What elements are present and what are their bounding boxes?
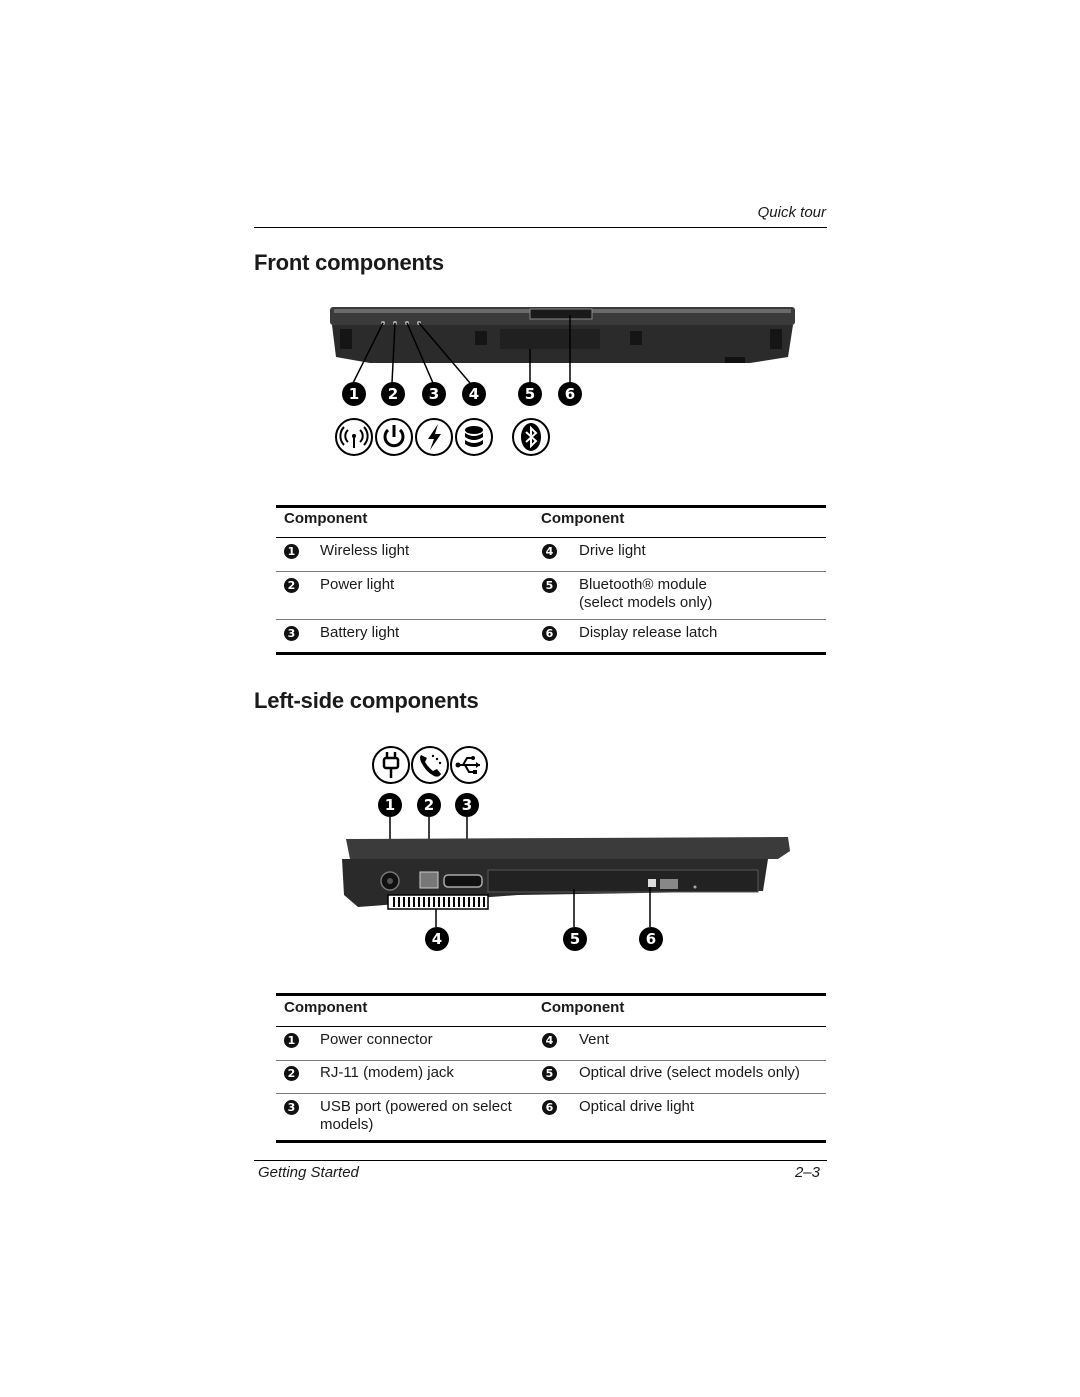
left-callout-5: 5 <box>563 927 587 951</box>
row-label: Vent <box>579 1031 610 1048</box>
row-number: 4 <box>542 544 557 559</box>
row-divider <box>276 1060 826 1061</box>
row-number: 1 <box>284 1033 299 1048</box>
left-table-header-col2: Component <box>541 999 625 1016</box>
row-label-continued: models) <box>320 1116 374 1133</box>
power-plug-icon <box>372 746 410 784</box>
row-divider <box>276 619 826 620</box>
row-number: 3 <box>284 626 299 641</box>
row-divider <box>276 1093 826 1094</box>
left-table-header-col1: Component <box>284 999 368 1016</box>
left-table-top-rule <box>276 993 826 996</box>
row-number: 6 <box>542 1100 557 1115</box>
wireless-icon <box>335 418 373 456</box>
laptop-left-illustration <box>342 817 790 927</box>
row-number: 2 <box>284 578 299 593</box>
front-table-header-col2: Component <box>541 510 625 527</box>
front-section-title: Front components <box>254 250 444 275</box>
footer-rule <box>254 1160 827 1161</box>
left-callout-2: 2 <box>417 793 441 817</box>
left-callout-3: 3 <box>455 793 479 817</box>
row-label: Display release latch <box>579 624 718 641</box>
left-table-header-rule <box>276 1026 826 1027</box>
front-callout-6: 6 <box>558 382 582 406</box>
power-icon <box>375 418 413 456</box>
left-callout-4: 4 <box>425 927 449 951</box>
footer-title: Getting Started <box>258 1164 359 1181</box>
front-callout-3: 3 <box>422 382 446 406</box>
row-label-continued: (select models only) <box>579 594 713 611</box>
row-number: 4 <box>542 1033 557 1048</box>
left-table-row: 2 RJ-11 (modem) jack 5 Optical drive (se… <box>276 1064 826 1092</box>
front-table-row: 3 Battery light 6 Display release latch <box>276 624 826 652</box>
battery-icon <box>415 418 453 456</box>
left-table-row: 3 USB port (powered on select models) 6 … <box>276 1098 826 1138</box>
row-number: 5 <box>542 578 557 593</box>
front-table-top-rule <box>276 505 826 508</box>
running-title: Quick tour <box>757 204 826 221</box>
header-rule <box>254 227 827 228</box>
front-view-figure <box>330 305 795 455</box>
row-label: USB port (powered on select <box>320 1098 512 1115</box>
row-label: Bluetooth® module <box>579 576 707 593</box>
front-table-bottom-rule <box>276 652 826 655</box>
bluetooth-icon <box>512 418 550 456</box>
row-label: Optical drive (select models only) <box>579 1064 800 1081</box>
front-callout-5: 5 <box>518 382 542 406</box>
row-number: 2 <box>284 1066 299 1081</box>
front-table-header-rule <box>276 537 826 538</box>
left-view-figure <box>338 815 793 935</box>
front-callout-2: 2 <box>381 382 405 406</box>
front-callout-1: 1 <box>342 382 366 406</box>
front-callout-4: 4 <box>462 382 486 406</box>
row-label: Drive light <box>579 542 646 559</box>
footer-page-number: 2–3 <box>794 1164 820 1181</box>
row-label: Battery light <box>320 624 400 641</box>
drive-icon <box>455 418 493 456</box>
row-label: RJ-11 (modem) jack <box>320 1064 454 1081</box>
modem-phone-icon <box>411 746 449 784</box>
left-table-bottom-rule <box>276 1140 826 1143</box>
row-label: Power light <box>320 576 395 593</box>
row-label: Wireless light <box>320 542 410 559</box>
left-callout-1: 1 <box>378 793 402 817</box>
row-number: 3 <box>284 1100 299 1115</box>
row-label: Optical drive light <box>579 1098 695 1115</box>
left-callout-6: 6 <box>639 927 663 951</box>
front-table-row: 1 Wireless light 4 Drive light <box>276 542 826 570</box>
left-section-title: Left-side components <box>254 688 479 713</box>
row-divider <box>276 571 826 572</box>
front-table-header-col1: Component <box>284 510 368 527</box>
row-number: 6 <box>542 626 557 641</box>
usb-icon <box>450 746 488 784</box>
row-number: 1 <box>284 544 299 559</box>
laptop-front-illustration <box>330 307 795 384</box>
front-table-row: 2 Power light 5 Bluetooth® module (selec… <box>276 576 826 616</box>
row-label: Power connector <box>320 1031 433 1048</box>
left-table-row: 1 Power connector 4 Vent <box>276 1031 826 1059</box>
row-number: 5 <box>542 1066 557 1081</box>
